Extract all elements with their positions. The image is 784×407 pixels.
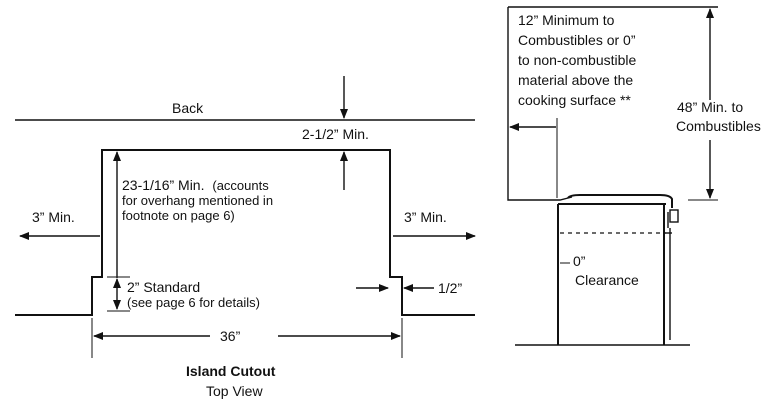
caption-subtitle: Top View <box>206 383 263 399</box>
combustible-line5: cooking surface ** <box>518 92 631 108</box>
caption-title: Island Cutout <box>186 363 276 379</box>
right-side-label: 3” Min. <box>404 209 447 225</box>
depth-note-line2: for overhang mentioned in <box>122 193 273 208</box>
height-label-line2: Combustibles <box>676 118 761 134</box>
zero-clearance-line2: Clearance <box>575 272 639 288</box>
combustible-line2: Combustibles or 0” <box>518 32 636 48</box>
zero-clearance-line1: 0” <box>573 253 586 269</box>
side-view: 48” Min. to Combustibles 12” Minimum to … <box>507 6 761 346</box>
combustible-line4: material above the <box>518 72 633 88</box>
standard-label: 2” Standard <box>127 279 200 295</box>
depth-note-line3: footnote on page 6) <box>122 208 235 223</box>
depth-label: 23-1/16” Min. <box>122 177 204 193</box>
island-cutout-top-view: Back 2-1/2” Min. 23-1/16” Min. (accounts… <box>15 76 476 399</box>
standard-note: (see page 6 for details) <box>127 295 260 310</box>
svg-text:23-1/16” Min. (accounts: 23-1/16” Min. (accounts <box>122 177 269 193</box>
half-inch-label: 1/2” <box>438 280 462 296</box>
back-clearance-label: 2-1/2” Min. <box>302 126 369 142</box>
overhead-outline-left <box>507 7 573 201</box>
height-label-line1: 48” Min. to <box>677 99 743 115</box>
back-label: Back <box>172 100 204 116</box>
left-side-label: 3” Min. <box>32 209 75 225</box>
cooktop-top <box>567 194 673 208</box>
cutout-outline <box>15 149 475 316</box>
control-knob <box>669 209 679 223</box>
combustible-line1: 12” Minimum to <box>518 12 615 28</box>
depth-note-line1: (accounts <box>212 178 269 193</box>
width-label: 36” <box>220 328 241 344</box>
combustible-line3: to non-combustible <box>518 52 637 68</box>
